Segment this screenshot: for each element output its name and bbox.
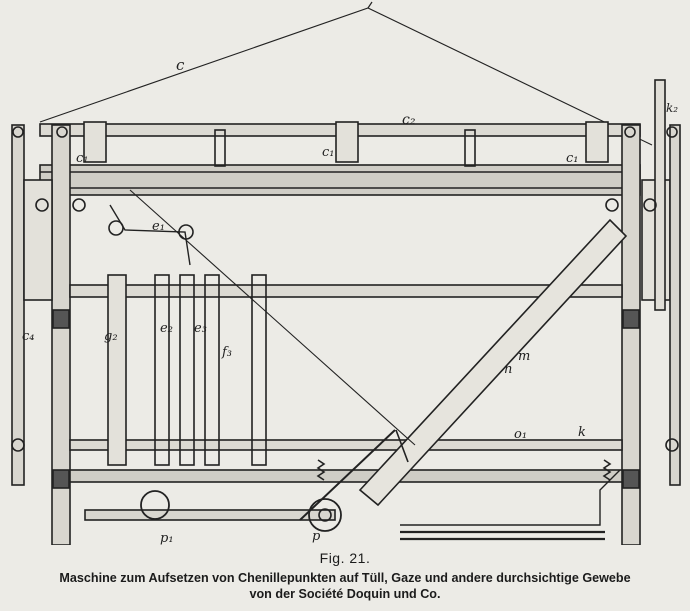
caption-line-2: von der Société Doquin und Co. [249, 587, 441, 601]
label-c1-left: c₁ [76, 151, 89, 166]
machine-drawing: c c₂ c₁ c₁ c₁ k₂ e₁ c₄ g₂ e₂ e₃ f₃ m n o… [11, 1, 681, 545]
label-c1-mid: c₁ [322, 145, 335, 160]
label-f3: f₃ [221, 345, 232, 360]
label-g2: g₂ [104, 329, 118, 344]
label-k: k [578, 425, 586, 440]
label-m: m [518, 349, 530, 364]
label-c1-right: c₁ [566, 151, 579, 166]
label-c: c [176, 56, 185, 74]
figure-caption: Maschine zum Aufsetzen von Chenillepunkt… [10, 570, 680, 602]
label-p: p [312, 529, 321, 544]
label-e3: e₃ [194, 321, 207, 336]
label-n: n [504, 362, 512, 377]
label-c4: c₄ [22, 329, 35, 344]
caption-line-1: Maschine zum Aufsetzen von Chenillepunkt… [59, 571, 631, 585]
label-o1: o₁ [514, 427, 527, 442]
label-e2: e₂ [160, 321, 173, 336]
label-k2: k₂ [666, 101, 678, 115]
label-p1: p₁ [160, 531, 174, 545]
figure-number: Fig. 21. [319, 550, 371, 566]
label-e1: e₁ [152, 219, 165, 234]
label-c2: c₂ [402, 112, 416, 128]
